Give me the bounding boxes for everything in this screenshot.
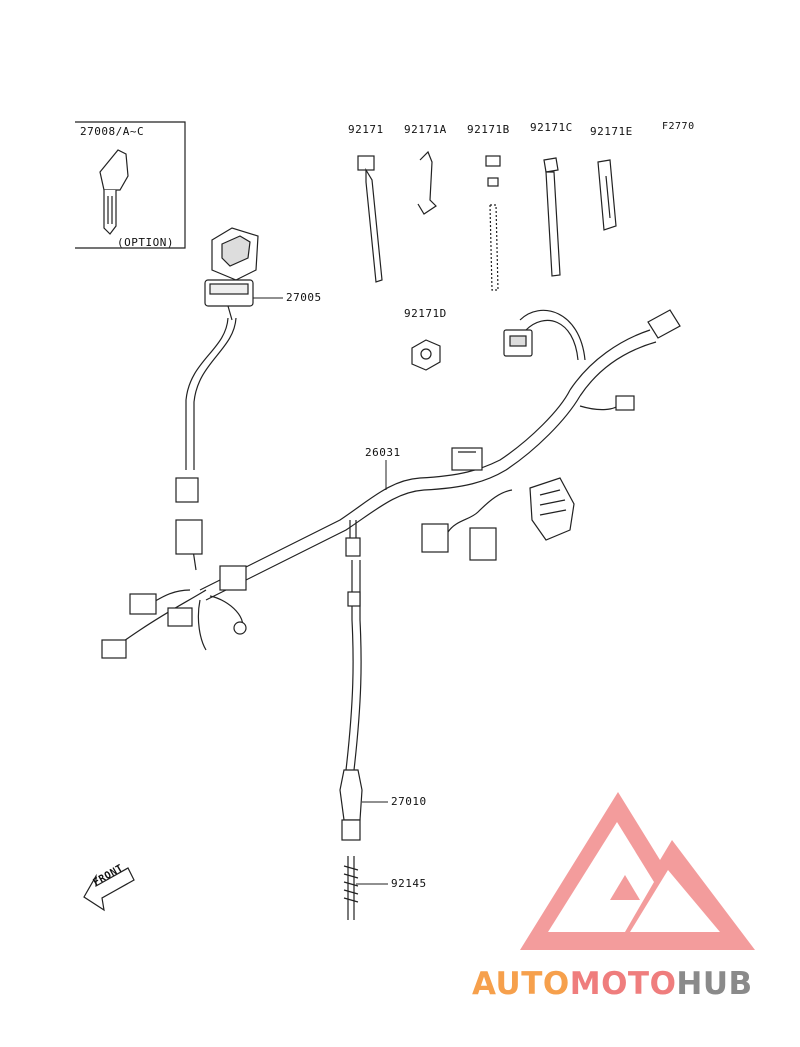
sensor-wire [345, 520, 362, 771]
figure-code: F2770 [662, 121, 695, 132]
ignition-key-icon [99, 149, 129, 235]
clamp-92171A-icon [417, 150, 437, 215]
harness-connector-mid-icon [451, 447, 483, 471]
part-label-option: (OPTION) [117, 236, 174, 249]
part-label-92145: 92145 [391, 877, 427, 890]
key-option-box [75, 121, 186, 249]
watermark-logo-icon [520, 792, 755, 950]
ignition-connector-icon [175, 477, 199, 503]
main-harness-trunk [199, 309, 657, 601]
clamp-92171C-icon [543, 157, 561, 277]
clamp-92171D-icon [411, 339, 441, 371]
part-label-26031: 26031 [365, 446, 401, 459]
harness-connector-cluster-icon [421, 489, 513, 561]
spring-icon [343, 856, 359, 920]
part-label-92171B: 92171B [467, 123, 510, 136]
watermark-part-hub: HUB [676, 966, 753, 1002]
part-label-27008: 27008/A~C [80, 125, 145, 138]
part-label-92171A: 92171A [404, 123, 447, 136]
sensor-connector-icon [345, 537, 361, 607]
watermark-part-auto: AUTO [472, 966, 570, 1002]
watermark-part-moto: MOTO [569, 966, 677, 1002]
part-label-92171D: 92171D [404, 307, 447, 320]
clamp-92171B-icon [485, 155, 501, 291]
part-label-92171C: 92171C [530, 121, 573, 134]
watermark-text: AUTOMOTOHUB [472, 966, 753, 1002]
front-arrow-icon [83, 867, 135, 912]
part-label-27010: 27010 [391, 795, 427, 808]
clamp-92171-icon [357, 155, 383, 283]
ignition-switch-icon [204, 227, 259, 321]
clamp-92171E-icon [597, 159, 617, 231]
harness-connector-topright-icon [647, 309, 681, 339]
part-label-92171E: 92171E [590, 125, 633, 138]
part-label-92171: 92171 [348, 123, 384, 136]
harness-connector-right-icon [615, 395, 635, 411]
relay-block-icon [529, 477, 575, 541]
part-label-27005: 27005 [286, 291, 322, 304]
harness-connector-top-icon [503, 329, 533, 357]
harness-left-connectors-icon [101, 519, 247, 659]
speed-sensor-icon [339, 769, 363, 841]
ignition-switch-wire [185, 317, 237, 470]
